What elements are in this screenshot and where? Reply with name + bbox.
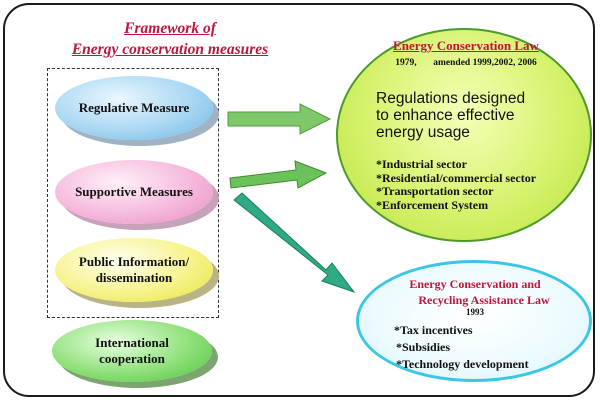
ecl-description-line: energy usage	[376, 124, 470, 141]
framework-title-line2: Energy conservation measures	[71, 41, 269, 58]
framework-title-line1: Framework of	[124, 20, 216, 37]
recycling-assistance-law-ellipse	[356, 260, 592, 382]
ecl-sector-item: *Residential/commercial sector	[376, 170, 537, 185]
supportive-measures-node: Supportive Measures	[55, 160, 213, 224]
ecl-title: Energy Conservation Law	[393, 38, 539, 53]
public-information-label-line1: Public Information/	[78, 254, 190, 269]
public-information-label-line2: dissemination	[95, 270, 173, 285]
ecl-description: Regulations designed to enhance effectiv…	[376, 90, 576, 141]
international-cooperation-label-line1: International	[95, 335, 169, 350]
recycling-law-title: Energy Conservation and Recycling Assist…	[380, 276, 570, 308]
international-cooperation-node: International cooperation	[52, 320, 212, 382]
recycling-law-item: *Tax incentives	[394, 323, 473, 337]
public-information-node: Public Information/ dissemination	[55, 238, 213, 302]
measures-group-box	[47, 68, 219, 318]
ecl-sector-item: *Industrial sector	[376, 157, 467, 171]
energy-conservation-law-ellipse	[336, 28, 592, 242]
recycling-law-items: *Tax incentives *Subsidies *Technology d…	[394, 322, 564, 373]
international-cooperation-label-line2: cooperation	[99, 351, 165, 366]
regulative-measure-label: Regulative Measure	[78, 100, 190, 115]
ecl-years: 1979, amended 1999,2002, 2006	[395, 58, 537, 68]
recycling-law-item: *Technology development	[396, 357, 529, 371]
framework-title: Framework of Energy conservation measure…	[60, 18, 280, 60]
recycling-law-item: *Subsidies	[396, 340, 451, 354]
ecl-sector-list: *Industrial sector *Residential/commerci…	[376, 157, 576, 212]
ecl-description-line: Regulations designed	[376, 90, 526, 107]
ecl-sector-item: *Enforcement System	[376, 197, 489, 212]
regulative-measure-node: Regulative Measure	[55, 76, 213, 140]
recycling-law-title-line1: Energy Conservation and	[409, 277, 541, 291]
recycling-law-year: 1993	[466, 307, 484, 317]
arrow-supportive-to-ecl	[229, 160, 328, 189]
arrow-regulative-to-ecl	[227, 103, 332, 135]
ecl-sector-item: *Transportation sector	[376, 184, 494, 198]
arrow-supportive-to-recycling	[233, 192, 356, 294]
recycling-law-title-line2: Recycling Assistance Law	[418, 293, 550, 307]
ecl-description-line: to enhance effective	[376, 107, 515, 124]
supportive-measures-label: Supportive Measures	[75, 184, 193, 199]
